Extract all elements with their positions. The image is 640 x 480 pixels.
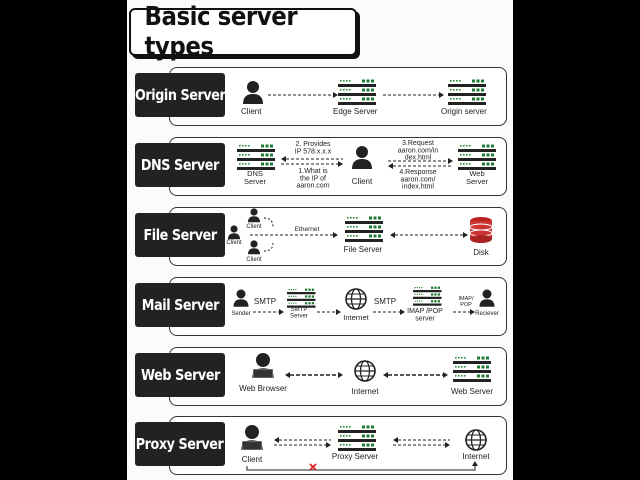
server-icon [458, 144, 496, 170]
proxy-diagram: Client Proxy Server Internet [241, 425, 490, 471]
row-proxy-server: Proxy Server Client Proxy Server [133, 416, 507, 475]
server-icon [413, 286, 442, 306]
row-label: File Server [135, 213, 225, 257]
server-icon [287, 288, 316, 308]
file-diagram: Client Client Client Ethernet File Serve… [226, 208, 493, 263]
server-icon [338, 79, 376, 105]
server-icon [448, 79, 486, 105]
origin-server-label: Origin server [441, 107, 487, 116]
internet-label: Internet [343, 313, 369, 322]
globe-icon [465, 429, 487, 451]
edge-server-label: Edge Server [333, 107, 378, 116]
connector [263, 217, 274, 252]
client-icon [243, 81, 263, 104]
row-label: DNS Server [135, 143, 225, 187]
row-label: Origin Server [135, 73, 226, 117]
canvas: Basic server types Origin Server Client … [127, 0, 513, 480]
web-diagram: Web Browser Internet Web Server [239, 353, 493, 396]
client-icon [352, 146, 372, 169]
row-web-server: Web Server Web Browser Internet [133, 347, 507, 406]
client-icon [228, 225, 240, 240]
server-icon [338, 425, 376, 451]
client-icon [248, 240, 260, 255]
proxy-server-label: Proxy Server [332, 452, 379, 461]
row-panel [169, 277, 507, 336]
internet-label: Internet [351, 387, 379, 396]
row-panel [169, 67, 507, 126]
client-label: Client [246, 257, 262, 263]
user-laptop-icon [252, 353, 274, 379]
web-browser-label: Web Browser [239, 384, 287, 393]
row-label: Proxy Server [135, 422, 225, 466]
client-label: Client [352, 177, 373, 186]
row-panel [169, 207, 507, 266]
server-icon [237, 144, 275, 170]
web-server-label: Web Server [451, 387, 493, 396]
blocked-path [246, 464, 476, 471]
row-file-server: File Server Client Client Client Etherne… [133, 207, 507, 266]
client-icon [479, 289, 495, 307]
title-box: Basic server types [129, 2, 357, 62]
server-icon [453, 356, 491, 382]
client-label: Client [241, 107, 262, 116]
smtp-label: SMTP [374, 297, 396, 306]
globe-icon [354, 360, 376, 382]
internet-label: Internet [462, 452, 490, 461]
client-icon [248, 208, 260, 223]
globe-icon [345, 288, 367, 310]
server-icon [345, 216, 383, 242]
client-label: Client [246, 224, 262, 230]
sender-label: Sender [231, 311, 250, 317]
row-origin-server: Origin Server Client Edge Server Origin … [133, 67, 507, 126]
file-server-label: File Server [344, 245, 383, 254]
receiver-label: Reciever [475, 311, 499, 317]
client-icon [233, 289, 249, 307]
row-label: Web Server [135, 353, 225, 397]
client-label: Client [226, 240, 242, 246]
disk-icon [469, 217, 493, 243]
smtp-label: SMTP [254, 297, 276, 306]
imap-pop-label: IMAP/POP [459, 296, 474, 308]
client-label: Client [242, 455, 263, 464]
ethernet-label: Ethernet [295, 226, 320, 233]
origin-diagram: Client Edge Server Origin server [241, 79, 487, 116]
disk-label: Disk [473, 248, 490, 257]
page-title: Basic server types [144, 2, 298, 62]
blocked-x-icon [309, 463, 317, 471]
row-panel [169, 416, 507, 475]
user-laptop-icon [241, 425, 263, 451]
row-label: Mail Server [135, 283, 225, 327]
